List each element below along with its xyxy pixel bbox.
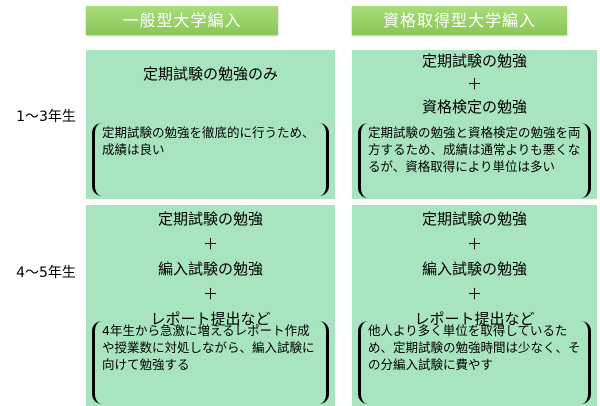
plus-sign: ＋	[202, 235, 218, 253]
study-item: 定期試験の勉強	[421, 210, 527, 228]
study-item: 定期試験の勉強	[421, 52, 527, 70]
bracket-note: 4年生から急激に増えるレポート作成や授業数に対処しながら、編入試験に向けて勉強す…	[92, 321, 329, 404]
column-header-qualification-transfer: 資格取得型大学編入	[352, 6, 567, 35]
study-item: 編入試験の勉強	[157, 260, 263, 278]
bracket-note: 定期試験の勉強と資格検定の勉強を両方するため、成績は通常よりも悪くなるが、資格取…	[358, 123, 591, 198]
study-items: 定期試験の勉強 ＋ 資格検定の勉強	[352, 50, 597, 119]
plus-sign: ＋	[202, 285, 218, 303]
study-item: 編入試験の勉強	[421, 260, 527, 278]
plus-sign: ＋	[466, 285, 482, 303]
study-item: レポート提出など	[150, 310, 271, 328]
bracket-note: 定期試験の勉強を徹底的に行うため、成績は良い	[92, 123, 329, 196]
study-item: 資格検定の勉強	[421, 98, 527, 116]
row-label-year-4-5: 4～5年生	[16, 265, 76, 281]
cell-year13-qualification: 定期試験の勉強 ＋ 資格検定の勉強 定期試験の勉強と資格検定の勉強を両方するため…	[352, 50, 597, 199]
plus-sign: ＋	[466, 75, 482, 93]
study-items: 定期試験の勉強 ＋ 編入試験の勉強 ＋ レポート提出など	[352, 207, 597, 332]
cell-year45-general: 定期試験の勉強 ＋ 編入試験の勉強 ＋ レポート提出など 4年生から急激に増える…	[86, 205, 335, 406]
cell-year45-qualification: 定期試験の勉強 ＋ 編入試験の勉強 ＋ レポート提出など 他人より多く単位を取得…	[352, 205, 597, 406]
bracket-note: 他人より多く単位を取得しているため、定期試験の勉強時間は少なく、その分編入試験に…	[358, 321, 591, 404]
plus-sign: ＋	[466, 235, 482, 253]
study-item: 定期試験の勉強	[157, 210, 263, 228]
study-item: レポート提出など	[414, 310, 535, 328]
row-label-year-1-3: 1～3年生	[16, 109, 76, 125]
column-header-general-transfer: 一般型大学編入	[86, 6, 278, 35]
study-items: 定期試験の勉強のみ	[86, 63, 335, 86]
study-items: 定期試験の勉強 ＋ 編入試験の勉強 ＋ レポート提出など	[86, 207, 335, 332]
study-item: 定期試験の勉強のみ	[142, 65, 278, 83]
cell-year13-general: 定期試験の勉強のみ 定期試験の勉強を徹底的に行うため、成績は良い	[86, 50, 335, 199]
